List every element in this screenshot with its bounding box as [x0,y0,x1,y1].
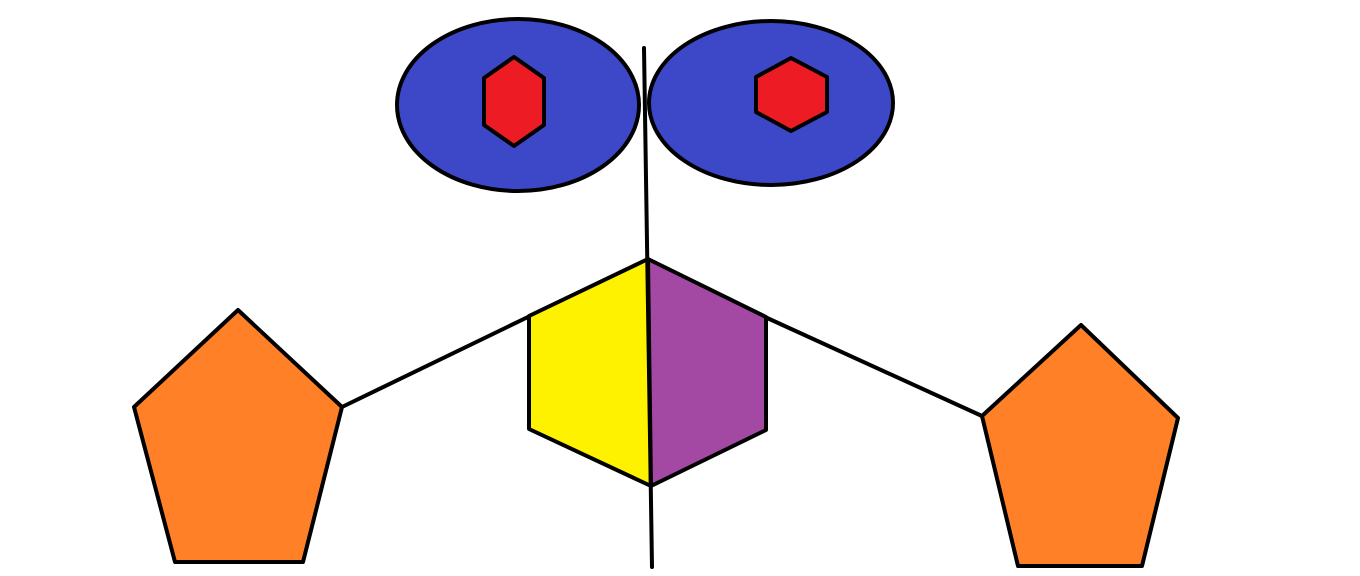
left-small-hexagon [482,55,546,148]
right-small-hexagon [754,56,829,133]
center-hexagon-right-half [646,257,768,488]
left-pentagon [132,308,344,564]
left-connector-line [340,314,532,409]
right-connector-line [763,315,984,418]
center-hexagon-left-half [527,257,653,488]
vertical-center-line [642,46,654,569]
right-pentagon [980,323,1180,568]
